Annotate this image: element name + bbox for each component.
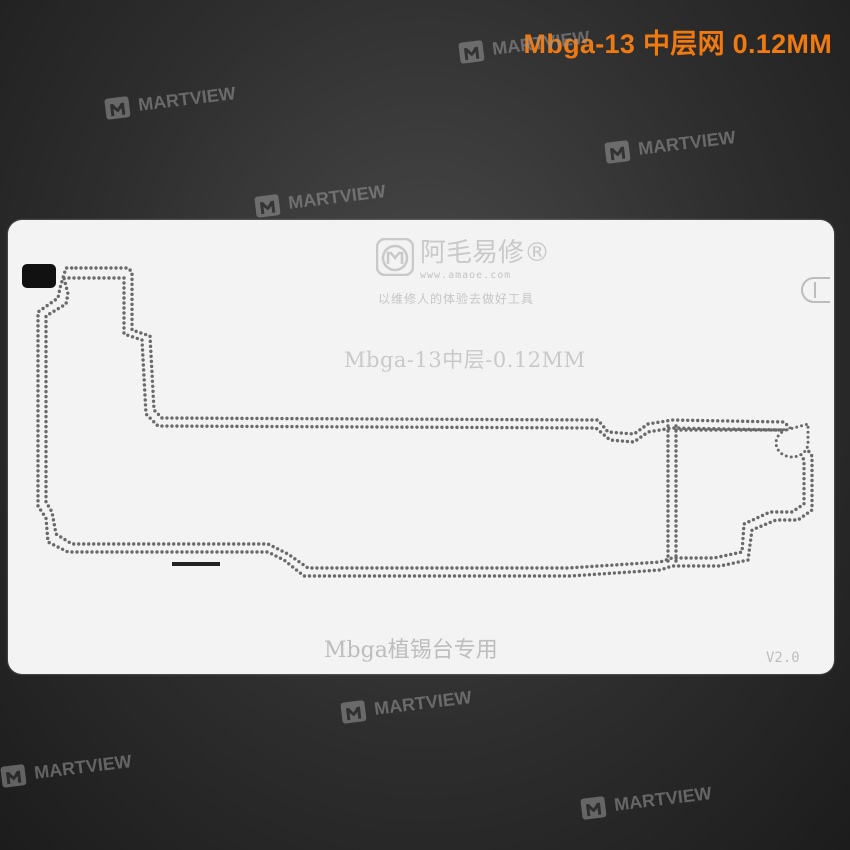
watermark-text: MARTVIEW [636, 126, 737, 159]
hanger-hole [801, 277, 830, 303]
brand-url: www.amaoe.com [420, 270, 512, 281]
watermark: MARTVIEW [579, 780, 713, 822]
model-label: Mbga-13中层-0.12MM [344, 348, 586, 372]
brand-slogan: 以维修人的体验去做好工具 [378, 292, 535, 306]
watermark-text: MARTVIEW [136, 82, 237, 115]
m-logo-icon [580, 796, 607, 820]
watermark: MARTVIEW [457, 24, 591, 66]
m-logo-icon [604, 140, 631, 164]
board-outline-dots [36, 266, 814, 578]
stencil-dot-pattern [22, 264, 830, 578]
brand-block: 阿毛易修® www.amaoe.com [376, 238, 550, 281]
watermark-text: MARTVIEW [612, 782, 713, 815]
watermark: MARTVIEW [339, 684, 473, 726]
watermark: MARTVIEW [103, 80, 237, 122]
solder-slot [172, 562, 220, 566]
version-label: V2.0 [766, 650, 800, 666]
alignment-mark [22, 264, 56, 288]
watermark-text: MARTVIEW [372, 686, 473, 719]
m-logo-icon [254, 194, 281, 218]
m-logo-icon [104, 96, 131, 120]
product-title: Mbga-13 中层网 0.12MM [523, 29, 832, 59]
watermark: MARTVIEW [253, 178, 387, 220]
m-logo-icon [340, 700, 367, 724]
usage-label: Mbga植锡台专用 [324, 638, 498, 663]
stencil-plate: 阿毛易修® www.amaoe.com 以维修人的体验去做好工具 Mbga-13… [8, 220, 834, 674]
brand-name: 阿毛易修® [420, 238, 551, 268]
m-logo-icon [458, 40, 485, 64]
watermark: MARTVIEW [0, 748, 133, 790]
amaoe-logo-icon [376, 238, 414, 276]
m-logo-icon [0, 764, 27, 788]
watermark-text: MARTVIEW [286, 180, 387, 213]
watermark-text: MARTVIEW [32, 750, 133, 783]
watermark: MARTVIEW [603, 124, 737, 166]
